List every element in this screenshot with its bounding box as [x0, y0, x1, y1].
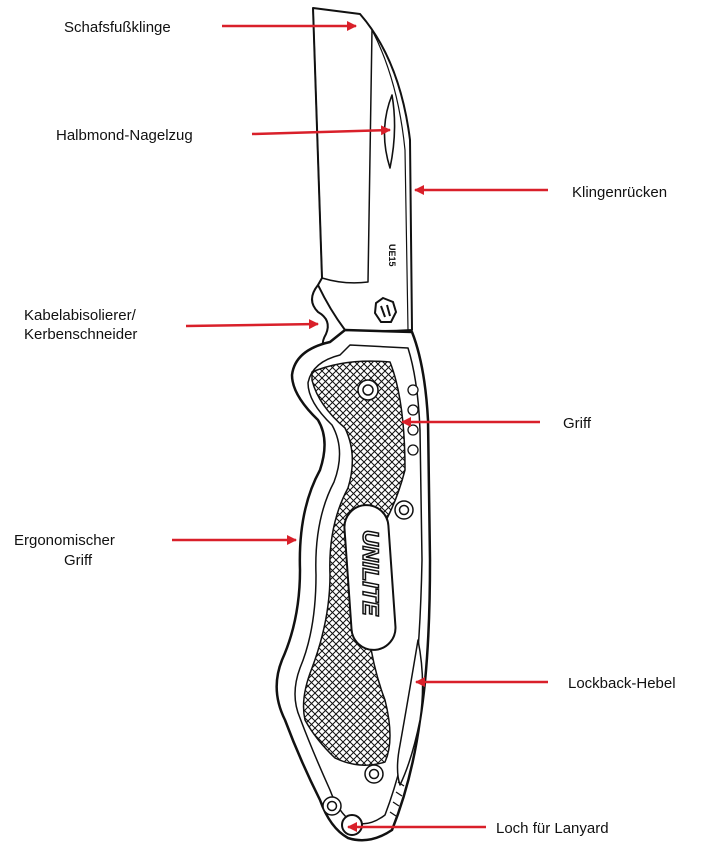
- label-sheepsfoot-blade: Schafsfußklinge: [64, 18, 171, 37]
- brand-logo-text: UNILITE: [358, 530, 383, 617]
- blade: [313, 8, 412, 331]
- label-handle: Griff: [563, 414, 591, 433]
- label-ergonomic-grip-1: Ergonomischer: [14, 531, 115, 550]
- blade-marking: UE15: [387, 244, 397, 267]
- label-wire-stripper-1: Kabelabisolierer/: [24, 306, 136, 325]
- label-lockback-lever: Lockback-Hebel: [568, 674, 676, 693]
- label-nail-nick: Halbmond-Nagelzug: [56, 126, 193, 145]
- spine-hole: [408, 445, 418, 455]
- label-wire-stripper-2: Kerbenschneider: [24, 325, 137, 344]
- spine-hole: [408, 405, 418, 415]
- pivot-logo: [375, 298, 396, 322]
- label-ergonomic-grip-2: Griff: [64, 551, 92, 570]
- lanyard-hole: [342, 815, 362, 835]
- arrow-wire-stripper: [186, 324, 318, 326]
- label-lanyard-hole: Loch für Lanyard: [496, 819, 609, 838]
- spine-hole: [408, 385, 418, 395]
- brand-plate: UNILITE: [343, 504, 397, 652]
- spine-hole: [408, 425, 418, 435]
- label-blade-spine: Klingenrücken: [572, 183, 667, 202]
